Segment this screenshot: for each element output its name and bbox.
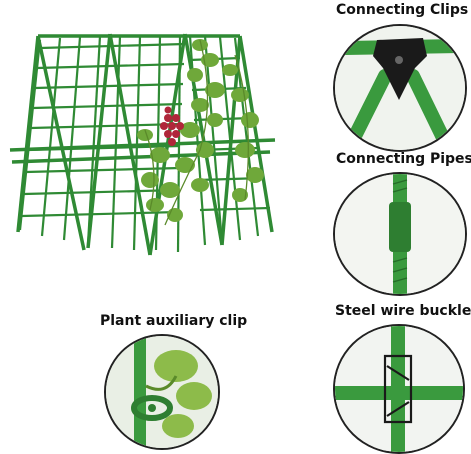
connecting-clips-label: Connecting Clips xyxy=(336,2,469,18)
connecting-clips-image xyxy=(333,24,467,152)
connecting-pipes-image xyxy=(333,172,467,296)
steel-wire-buckle-image xyxy=(333,324,465,454)
connecting-pipes-label: Connecting Pipes xyxy=(336,151,471,167)
steel-wire-buckle-label: Steel wire buckle xyxy=(335,303,471,319)
plant-auxiliary-clip-label: Plant auxiliary clip xyxy=(100,313,248,329)
plant-auxiliary-clip-image xyxy=(104,334,220,450)
trellis-illustration xyxy=(0,0,300,265)
